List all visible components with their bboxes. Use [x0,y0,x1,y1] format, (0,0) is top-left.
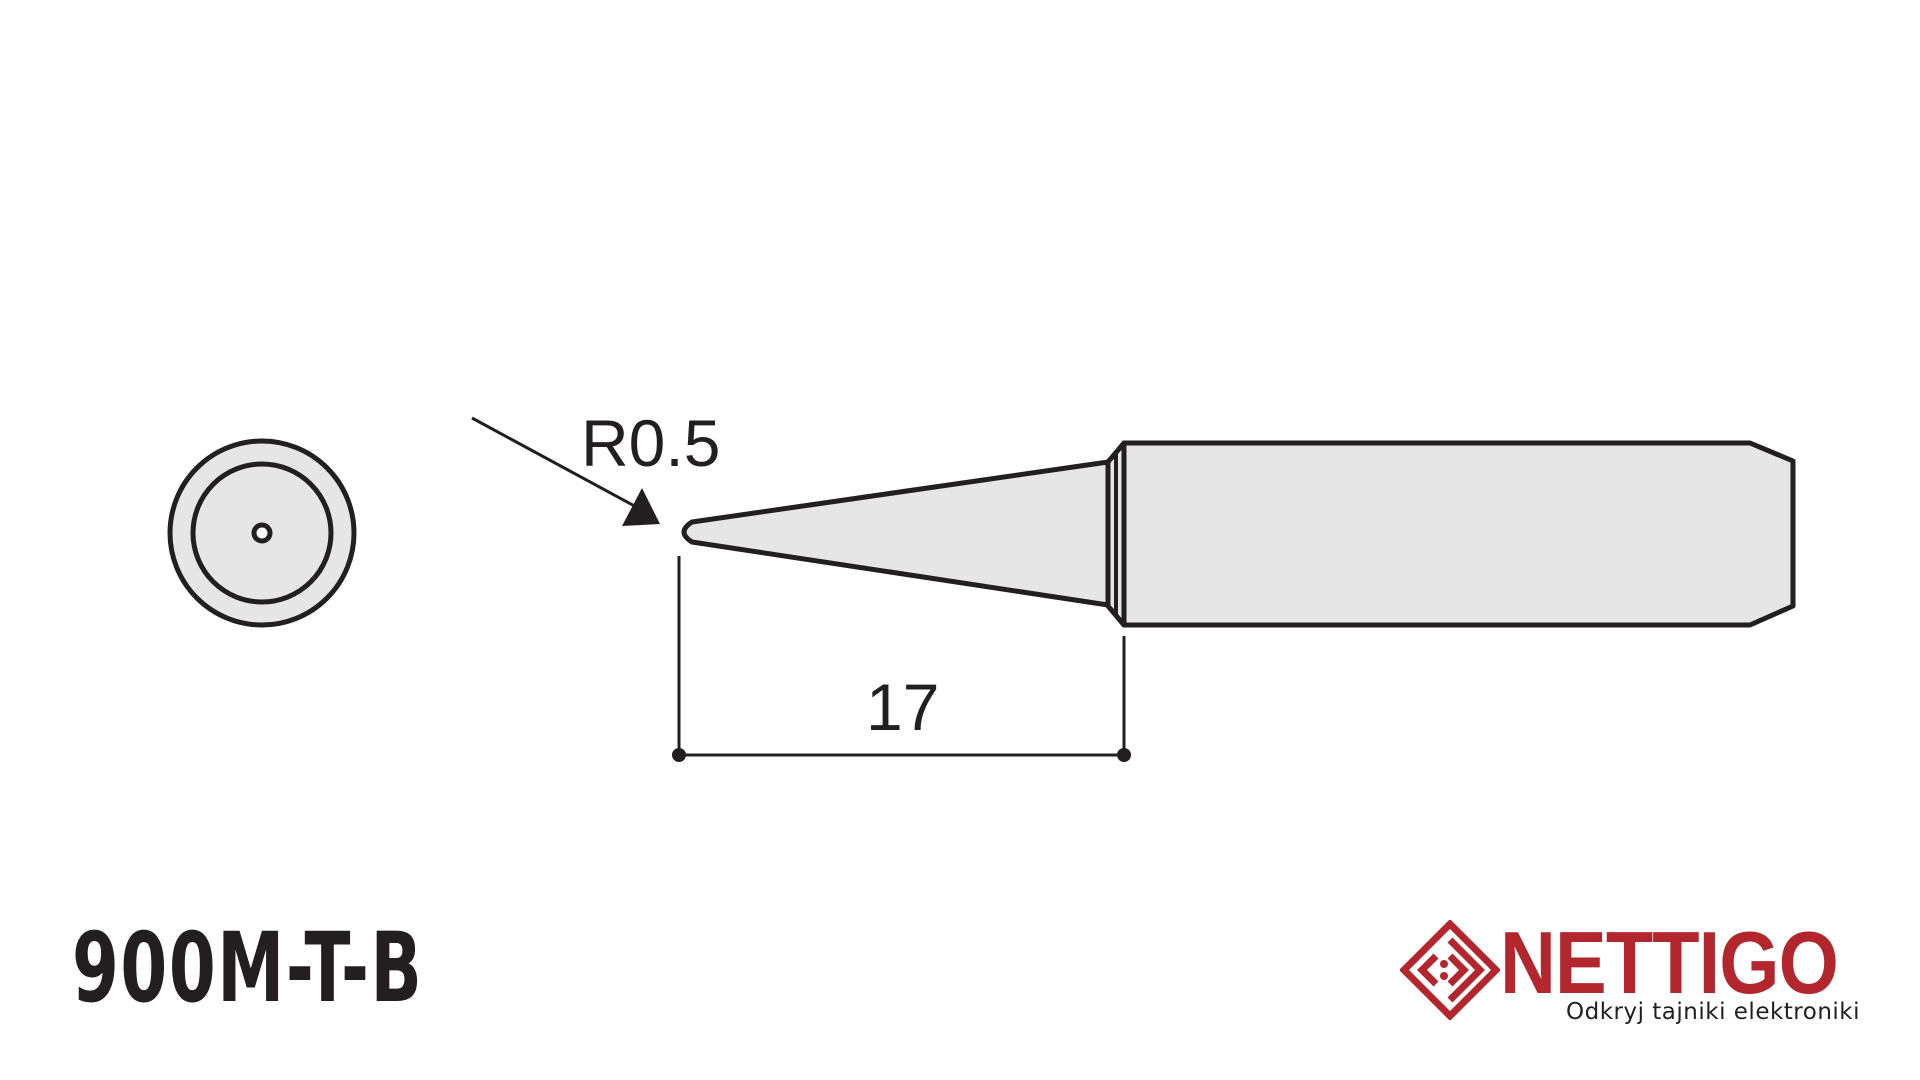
length-label: 17 [866,670,939,744]
radius-arrowhead [622,488,660,526]
radius-leader-line [471,416,641,511]
dimension-endpoint-right [1117,748,1131,762]
end-view-tip-dot [251,522,273,544]
tip-taper [681,459,1111,608]
brand-name: NETTIGO [1500,913,1839,1012]
tip-shank [1121,440,1796,628]
model-label: 900M-T-B [72,912,424,1024]
end-view [167,438,357,628]
brand-logo-mark [1400,920,1500,1020]
radius-label: R0.5 [581,406,720,480]
side-view [681,440,1796,628]
radius-callout: R0.5 [471,406,720,526]
dimension-endpoint-left [672,748,686,762]
brand-tagline: Odkryj tajniki elektroniki [1566,999,1861,1025]
length-dimension: 17 [672,556,1131,762]
brand-logo: NETTIGO Odkryj tajniki elektroniki [1400,913,1880,1030]
